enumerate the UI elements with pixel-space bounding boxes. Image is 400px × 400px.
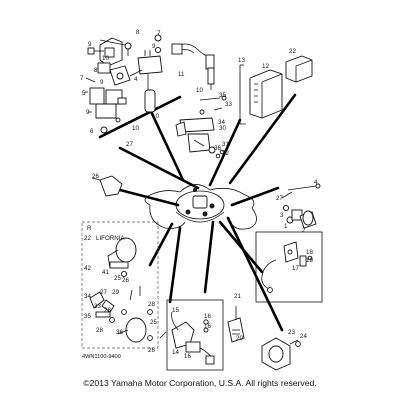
callout-15: 15 xyxy=(172,307,179,314)
callout-35-cal: 35 xyxy=(84,313,91,320)
callout-13: 13 xyxy=(238,57,245,64)
california-box xyxy=(81,221,159,349)
callout-41: 41 xyxy=(102,269,109,276)
callout-14: 14 xyxy=(172,349,179,356)
callout-35: 35 xyxy=(219,92,226,99)
callout-9-lower: 9 xyxy=(86,109,90,116)
callout-2: 2 xyxy=(302,227,306,234)
sensor-bracket-group xyxy=(175,95,227,159)
relay-group-bottom xyxy=(159,299,224,371)
callout-4-right: 4 xyxy=(314,179,318,186)
callout-8-top: 8 xyxy=(136,29,140,36)
callout-32: 32 xyxy=(222,150,229,157)
callout-3: 3 xyxy=(280,212,284,219)
callout-10-left: 10 xyxy=(132,125,139,132)
callout-labels: 8 9 10 8 7 9 5 9 6 10 27 7 9 4 10 11 10 … xyxy=(80,29,318,360)
callout-31: 31 xyxy=(222,141,229,148)
callout-36-mid: 36 xyxy=(214,145,221,152)
ecu-group xyxy=(239,55,313,125)
callout-27-left: 27 xyxy=(126,141,133,148)
callout-5: 5 xyxy=(82,90,86,97)
callout-42: 42 xyxy=(84,265,91,272)
callout-28-cal: 28 xyxy=(148,301,155,308)
callout-17: 17 xyxy=(292,265,299,272)
callout-18: 18 xyxy=(306,249,313,256)
callout-12: 12 xyxy=(262,63,269,70)
callout-9-top: 9 xyxy=(88,41,92,48)
callout-22-cal: 22 xyxy=(84,235,91,242)
callout-9-left: 9 xyxy=(100,79,104,86)
callout-23: 23 xyxy=(288,329,295,336)
callout-27-cal: 27 xyxy=(100,289,107,296)
callout-22-top: 22 xyxy=(289,48,296,55)
callout-7-left: 7 xyxy=(80,75,84,82)
callout-19: 19 xyxy=(306,257,313,264)
callout-26-cal: 26 xyxy=(122,277,129,284)
callout-10-coil: 10 xyxy=(152,113,159,120)
callout-20: 20 xyxy=(236,335,243,342)
callout-29: 29 xyxy=(112,289,119,296)
callout-9-top2: 9 xyxy=(152,43,156,50)
callout-1: 1 xyxy=(284,223,288,230)
callout-7-top: 7 xyxy=(157,30,161,37)
callout-26: 26 xyxy=(92,173,99,180)
sensor-26 xyxy=(91,175,123,197)
callout-28-cal-low: 28 xyxy=(96,327,103,334)
leader-lines xyxy=(98,93,297,332)
callout-30: 30 xyxy=(219,125,226,132)
motorcycle-silhouette xyxy=(144,184,257,230)
ignition-coil-group xyxy=(129,34,215,113)
main-switch-group xyxy=(85,37,132,134)
callout-21: 21 xyxy=(234,293,241,300)
copyright-notice: ©2013 Yamaha Motor Corporation, U.S.A. A… xyxy=(83,378,317,388)
drawing-code: 4WN1100-9400 xyxy=(82,354,121,360)
callout-10-plug: 10 xyxy=(196,87,203,94)
callout-33-cal: 33 xyxy=(94,303,101,310)
california-label: LIFORNIA xyxy=(96,235,125,242)
sensor-20-21 xyxy=(227,306,245,343)
callout-4-top: 4 xyxy=(134,76,138,83)
callout-25-cal: 25 xyxy=(114,275,121,282)
callout-8-left: 8 xyxy=(94,67,98,74)
california-letter: R xyxy=(87,225,92,232)
callout-33: 33 xyxy=(225,101,232,108)
callout-27-right: 27 xyxy=(276,195,283,202)
callout-24: 24 xyxy=(300,333,307,340)
callout-36: 36 xyxy=(116,329,123,336)
callout-26-cal-low: 26 xyxy=(148,347,155,354)
callout-16: 16 xyxy=(204,323,211,330)
relay-17-19 xyxy=(255,231,323,303)
callout-25-cal-lower: 25 xyxy=(150,319,157,326)
callout-28-cal-left: 28 xyxy=(104,307,111,314)
callout-6: 6 xyxy=(90,128,94,135)
callout-34: 34 xyxy=(84,293,91,300)
callout-10-topleft: 10 xyxy=(102,55,109,62)
callout-11: 11 xyxy=(178,71,185,78)
callout-34-mid: 34 xyxy=(218,119,225,126)
callout-16-lower: 16 xyxy=(184,353,191,360)
horn-23-24 xyxy=(261,337,301,371)
callout-16-top: 16 xyxy=(204,313,211,320)
sensor-group-right xyxy=(281,183,321,229)
